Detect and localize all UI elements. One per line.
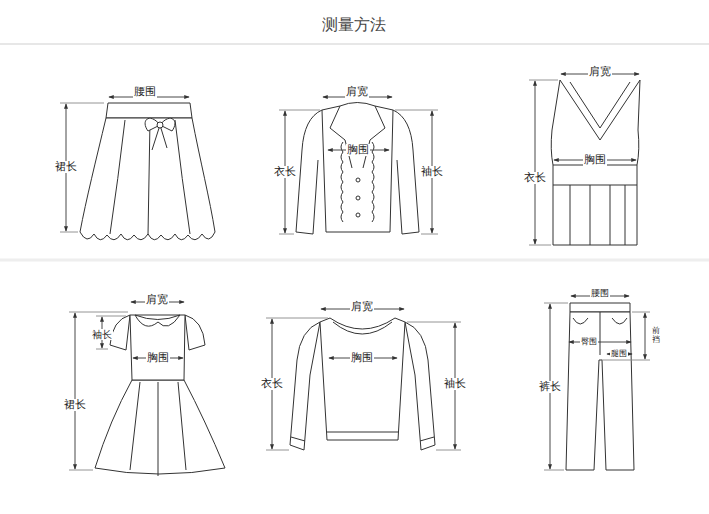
measure-label: 腰围 [590,289,610,299]
measure-label: 肩宽 [588,66,612,78]
measure-label: 袖长 [443,378,467,390]
measure-label: 前裆 [652,326,660,346]
measure-label: 胸围 [346,144,370,156]
measure-label: 袖长 [91,329,113,340]
measure-label: 腿围 [610,350,628,359]
measure-label: 臀围 [580,338,598,347]
measure-label: 肩宽 [350,301,374,313]
measure-label: 胸围 [350,352,374,364]
measure-label: 衣长 [260,378,284,390]
measure-label: 衣长 [273,166,297,178]
measure-label: 衣长 [523,172,547,184]
measure-label: 肩宽 [345,86,369,98]
measure-label: 肩宽 [145,294,169,306]
measure-label: 腰围 [133,86,157,98]
measure-label: 胸围 [146,352,170,364]
measure-label: 裙长 [63,399,87,411]
measure-label: 胸围 [583,154,607,166]
page-title: 测量方法 [321,16,387,34]
measure-label: 裙长 [54,161,78,173]
measure-label: 裤长 [538,381,562,393]
measure-label: 袖长 [420,166,444,178]
